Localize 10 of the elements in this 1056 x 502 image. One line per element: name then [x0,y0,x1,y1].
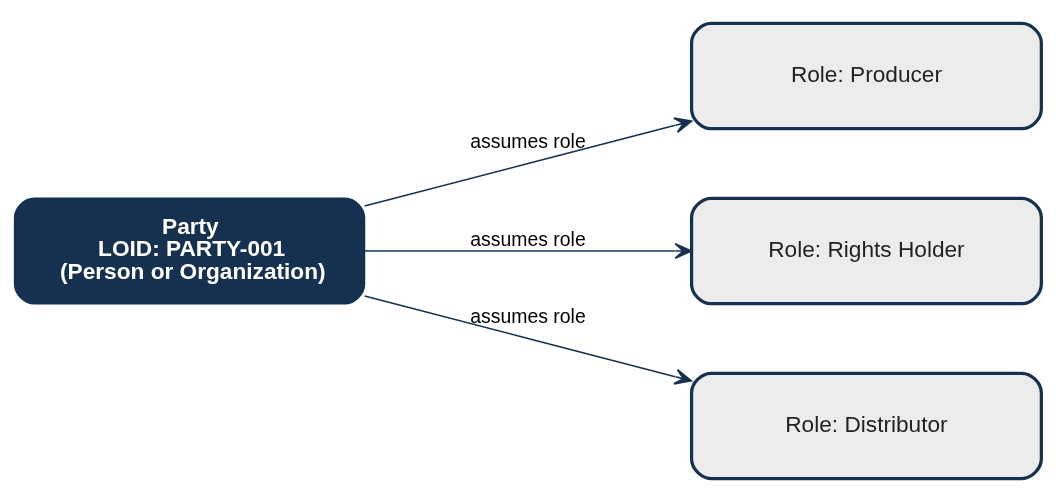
node-box: Role: Distributor [689,371,1043,481]
arrow [363,117,693,207]
edge-label: assumes role [470,227,586,250]
node-box: Role: Producer [689,21,1043,131]
arrow [363,295,693,385]
node-box: Role: Rights Holder [689,196,1043,306]
edge-label: assumes role [470,130,586,153]
edge-label: assumes role [470,305,586,328]
arrow [363,242,693,260]
node-box: Party LOID: PARTY-001 (Person or Organization) [13,197,366,305]
